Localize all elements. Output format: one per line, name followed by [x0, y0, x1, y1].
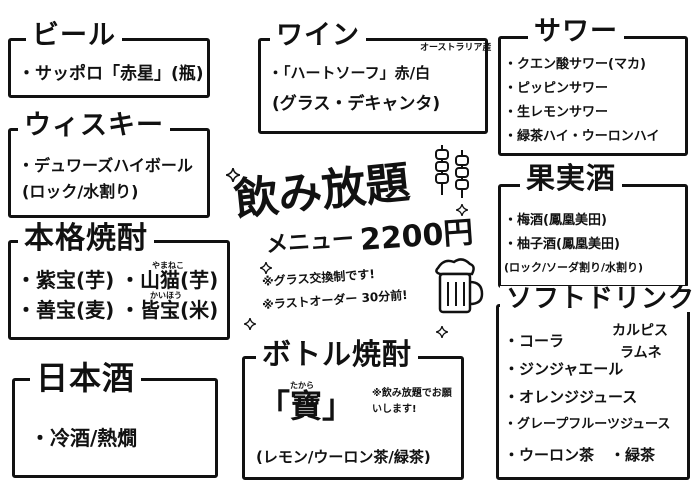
bottle-item: 「寶」	[258, 387, 355, 425]
menu-label: メニュー	[265, 226, 355, 259]
softdrink-item-calpis: カルピス	[612, 323, 668, 339]
softdrink-item-ginger: ・ジンジャエール	[504, 360, 624, 378]
center-note-2: ※ラストオーダー 30分前!	[261, 287, 409, 313]
whisky-item-1: ・デュワーズハイボール	[18, 156, 193, 175]
shochu-ruby-1: やまねこ	[152, 261, 184, 270]
kajitsushu-item-3: (ロック/ソーダ割り/水割り)	[504, 261, 644, 274]
softdrink-item-grapefruit: ・グレープフルーツジュース	[504, 417, 671, 432]
softdrink-item-oolong: ・ウーロン茶	[504, 446, 595, 464]
softdrink-item-greentea: ・緑茶	[610, 446, 656, 464]
bottle-note-1: ※飲み放題でお願いします!	[372, 388, 452, 415]
sake-item: ・冷酒/熱燗	[30, 426, 138, 450]
shochu-item-3: ・善宝(麦)	[16, 298, 115, 322]
nomihoudai-title: 飲み放題	[231, 156, 413, 227]
sparkle-icon	[226, 168, 240, 182]
kajitsushu-item-2: ・柚子酒(鳳凰美田)	[504, 237, 620, 252]
sour-title: サワー	[528, 18, 624, 45]
beer-mug-icon	[435, 258, 484, 314]
shochu-ruby-2: かいほう	[150, 291, 182, 300]
center-note-1: ※グラス交換制です!	[261, 267, 376, 289]
wine-item-2: (グラス・デキャンタ)	[272, 94, 441, 114]
softdrink-item-orange: ・オレンジジュース	[504, 388, 638, 406]
shochu-title: 本格焼酎	[18, 224, 154, 254]
wine-note: オーストラリア産	[420, 43, 492, 53]
skewer-icon	[435, 145, 469, 198]
sour-item-3: ・生レモンサワー	[504, 105, 609, 120]
kajitsushu-item-1: ・梅酒(鳳凰美田)	[504, 213, 607, 228]
beer-title: ビール	[26, 22, 122, 49]
sparkle-icon	[456, 204, 468, 216]
sour-item-4: ・緑茶ハイ・ウーロンハイ	[504, 129, 660, 144]
softdrink-item-cola: ・コーラ	[504, 332, 565, 350]
wine-title: ワイン	[270, 22, 366, 49]
sparkle-icon	[436, 326, 448, 338]
sake-title: 日本酒	[30, 362, 142, 394]
shochu-item-2: ・山猫(芋)	[120, 268, 219, 292]
whisky-title: ウィスキー	[18, 112, 170, 139]
bottle-ruby: たから	[290, 381, 314, 390]
bottle-mixers: (レモン/ウーロン茶/緑茶)	[256, 448, 431, 466]
softdrink-title: ソフトドリンク	[500, 286, 700, 312]
whisky-item-2: (ロック/水割り)	[22, 182, 139, 201]
wine-item-1: ・「ハートソーフ」赤/白	[268, 64, 431, 82]
bottle-title: ボトル焼酎	[256, 340, 419, 369]
beer-item: ・サッポロ「赤星」(瓶)	[18, 64, 204, 84]
kajitsushu-title: 果実酒	[520, 164, 623, 193]
shochu-item-4: ・皆宝(米)	[120, 298, 219, 322]
softdrink-item-ramune: ラムネ	[620, 345, 662, 361]
price: 2200円	[358, 215, 475, 258]
sparkle-icon	[244, 318, 256, 330]
sour-item-1: ・クエン酸サワー(マカ)	[504, 57, 646, 72]
sour-item-2: ・ピッピンサワー	[504, 81, 609, 96]
shochu-item-1: ・紫宝(芋)	[16, 268, 115, 292]
wine-section	[258, 38, 488, 134]
sparkle-icon	[260, 262, 272, 274]
